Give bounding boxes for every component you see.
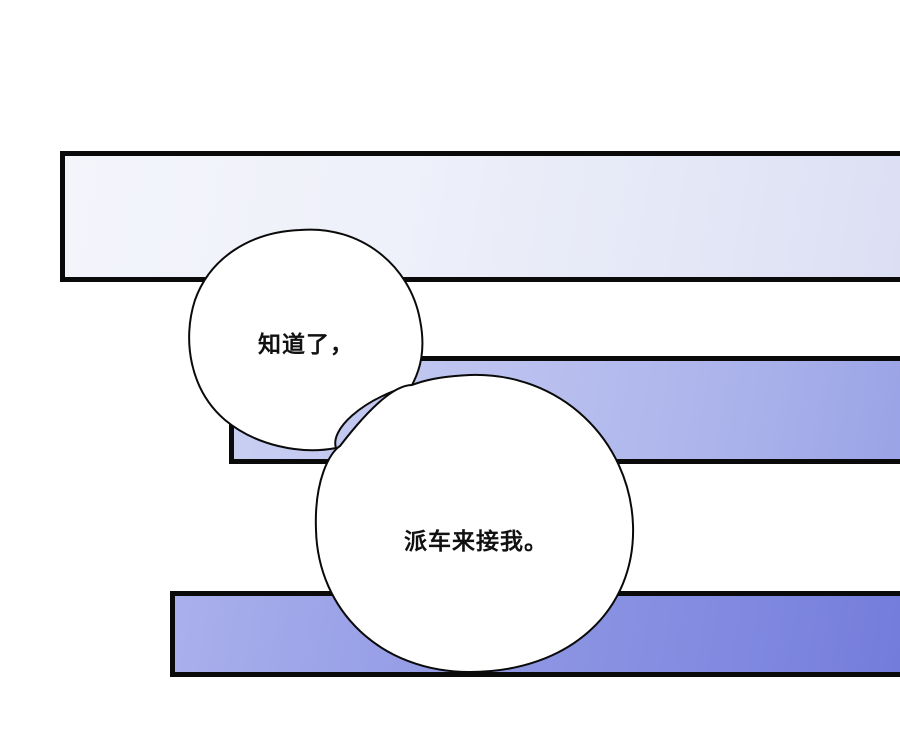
speech-text-2: 派车来接我。 — [404, 529, 548, 555]
speech-bubble-bottom — [314, 373, 635, 674]
speech-text-1: 知道了， — [258, 332, 354, 358]
background-strip-top — [60, 151, 900, 282]
